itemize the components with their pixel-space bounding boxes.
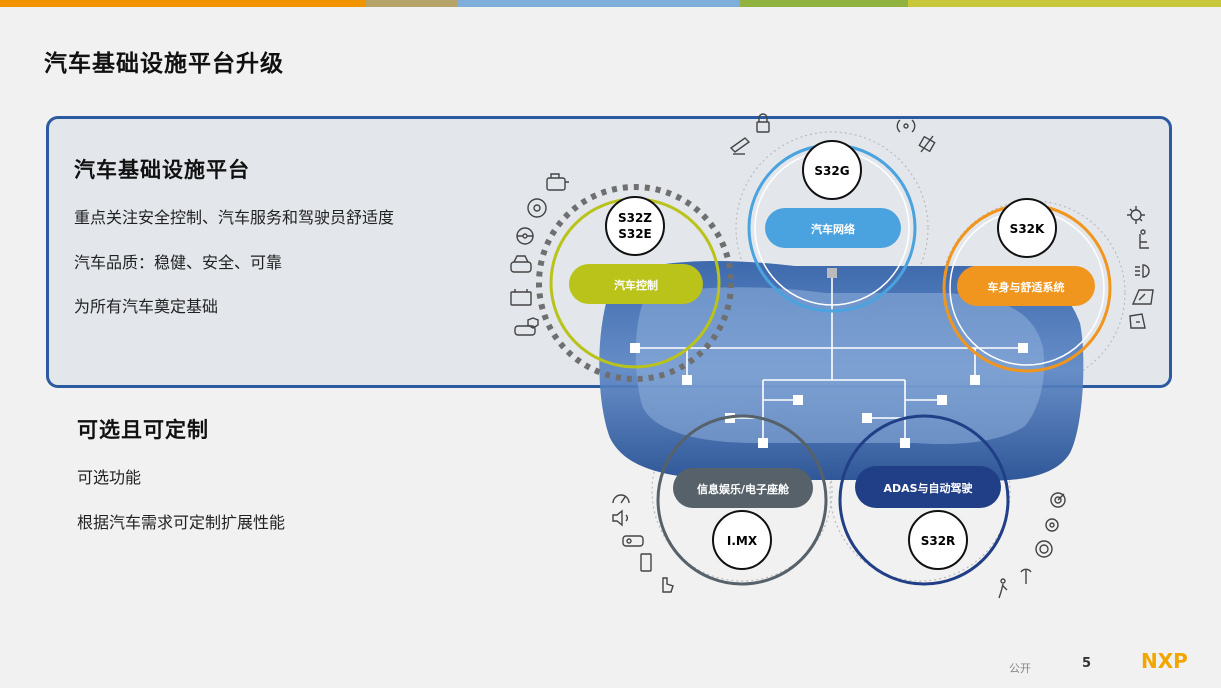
headlight-icon — [1135, 264, 1150, 278]
s32k-chip-label: S32K — [1010, 222, 1045, 236]
platform-diagram: S32Z S32E 汽车控制 S32G 汽车网络 S32K 车身与舒适系统 信息… — [495, 108, 1221, 608]
imx-module: 信息娱乐/电子座舱 I.MX — [656, 414, 828, 586]
top-bar-segment-blue — [457, 0, 740, 7]
dashboard-icon — [1131, 289, 1154, 305]
car-front-icon — [510, 255, 532, 273]
imx-chip-label: I.MX — [727, 534, 758, 548]
battery-icon — [510, 289, 532, 306]
s32z-module: S32Z S32E 汽车控制 — [536, 184, 734, 382]
imx-pill-label: 信息娱乐/电子座舱 — [697, 482, 790, 496]
s32z-chip-label: S32Z — [618, 211, 652, 225]
optional-heading: 可选且可定制 — [77, 418, 209, 442]
s32r-pill-label: ADAS与自动驾驶 — [883, 481, 973, 495]
panel-heading: 汽车基础设施平台 — [74, 158, 250, 182]
car-shield-icon — [514, 317, 539, 336]
page-title: 汽车基础设施平台升级 — [44, 51, 284, 77]
panel-line-2: 汽车品质：稳健、安全、可靠 — [74, 253, 283, 272]
nxp-logo: NXP — [1141, 649, 1197, 676]
top-bar-segment-yellow — [908, 0, 1221, 7]
page-number: 5 — [1082, 656, 1092, 671]
brake-disc-icon — [527, 198, 547, 218]
lidar-icon — [1035, 540, 1053, 558]
s32g-module: S32G 汽车网络 — [747, 140, 917, 313]
s32z-pill-label: 汽车控制 — [614, 278, 658, 292]
optional-line-2: 根据汽车需求可定制扩展性能 — [77, 513, 286, 532]
mobile-phone-icon — [640, 553, 652, 572]
gauge-icon — [612, 494, 630, 504]
s32r-chip-label: S32R — [921, 534, 956, 548]
s32r-module: ADAS与自动驾驶 S32R — [838, 414, 1010, 586]
fan-icon — [1127, 206, 1145, 224]
camera-car-icon — [622, 535, 644, 547]
sensor-icon — [1045, 518, 1059, 532]
lock-icon — [756, 113, 770, 133]
s32k-pill-label: 车身与舒适系统 — [988, 280, 1065, 294]
speaker-icon — [612, 509, 628, 527]
remote-key-icon — [729, 137, 751, 155]
wireless-icon — [896, 119, 916, 133]
top-bar-segment-tan — [365, 0, 457, 7]
s32k-module: S32K 车身与舒适系统 — [942, 198, 1112, 373]
steering-wheel-icon — [516, 227, 534, 245]
classification-label: 公开 — [1009, 662, 1031, 675]
top-bar-segment-orange — [0, 0, 365, 7]
nxp-logo-text: NXP — [1141, 650, 1188, 672]
satellite-icon — [918, 135, 936, 153]
seat-icon — [1139, 229, 1149, 249]
touch-hand-icon — [662, 577, 674, 593]
top-bar-segment-green — [740, 0, 908, 7]
panel-line-1: 重点关注安全控制、汽车服务和驾驶员舒适度 — [74, 208, 395, 227]
radar-icon — [1050, 492, 1066, 508]
top-color-bar — [0, 0, 1221, 7]
door-icon — [1129, 313, 1146, 329]
antenna-icon — [1020, 568, 1032, 584]
s32g-chip-label: S32G — [814, 164, 849, 178]
s32g-pill-label: 汽车网络 — [811, 222, 855, 236]
panel-line-3: 为所有汽车奠定基础 — [74, 297, 219, 316]
optional-line-1: 可选功能 — [77, 468, 142, 487]
pedestrian-icon — [998, 578, 1008, 599]
engine-icon — [546, 173, 569, 191]
s32e-chip-label: S32E — [618, 227, 652, 241]
